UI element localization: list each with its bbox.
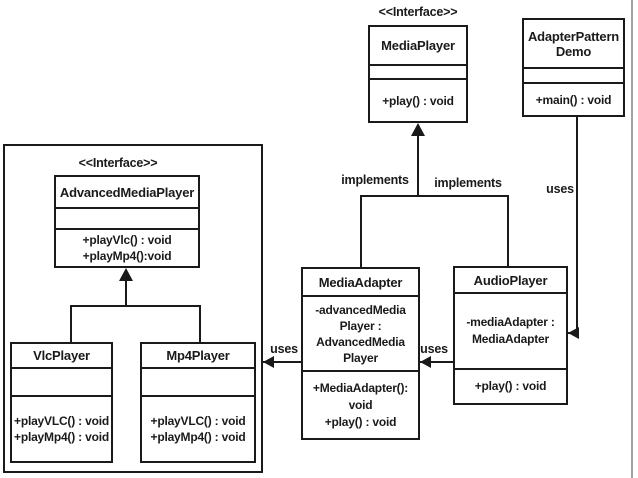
- implements-connector-bar: [361, 195, 509, 197]
- class-name-mp4player: Mp4Player: [166, 348, 230, 363]
- adaptee-package-frame: [3, 144, 263, 473]
- class-name-vlcplayer: VlcPlayer: [33, 348, 90, 363]
- class-name-mediaplayer: MediaPlayer: [381, 38, 455, 53]
- method-line: +play() : void: [324, 414, 397, 429]
- uses-connector-adapter-to-frame: [263, 361, 301, 363]
- attributes-compartment-empty: [56, 207, 198, 228]
- method-label: +play() : void: [382, 93, 454, 108]
- uses-label: uses: [420, 342, 448, 356]
- method-label: +main() : void: [535, 92, 612, 107]
- class-box-mediaplayer: MediaPlayer +play() : void: [368, 25, 468, 123]
- generalization-connector-drop-vlcplayer: [70, 305, 72, 342]
- class-name-audioplayer: AudioPlayer: [473, 272, 548, 288]
- class-box-vlcplayer: VlcPlayer +playVLC() : void +playMp4() :…: [10, 342, 113, 463]
- method-line: +MediaAdapter():: [312, 380, 409, 395]
- method-label: +playMp4():void: [82, 249, 172, 263]
- uses-connector-audio-to-adapter: [420, 361, 453, 363]
- implements-label: implements: [341, 173, 409, 187]
- generalization-connector-stem: [125, 279, 127, 307]
- method-line: +play() : void: [474, 379, 547, 393]
- attribute-line: MediaAdapter: [472, 332, 549, 346]
- method-label: +playVLC() : void: [150, 414, 246, 428]
- class-name-advancedmediaplayer: AdvancedMediaPlayer: [59, 184, 195, 200]
- generalization-connector-bar: [71, 305, 201, 307]
- class-box-mp4player: Mp4Player +playVLC() : void +playMp4() :…: [140, 342, 256, 463]
- class-name-line: AdapterPattern: [527, 28, 620, 44]
- class-name-adapterpatterndemo: AdapterPattern Demo: [524, 20, 623, 67]
- class-name-mediaadapter: MediaAdapter: [318, 274, 403, 290]
- uses-arrowhead-left-icon: [568, 327, 579, 339]
- uses-arrowhead-left-icon: [263, 356, 274, 368]
- method-label: +playMp4() : void: [150, 430, 246, 444]
- implements-label: implements: [434, 176, 502, 190]
- attribute-line: AdvancedMedia: [316, 334, 405, 349]
- attribute-line: Player: [343, 350, 378, 365]
- uses-connector-demo-stem: [576, 117, 578, 334]
- method-label: +playMp4() : void: [14, 430, 109, 444]
- method-label: +playVLC() : void: [14, 414, 109, 428]
- interface-stereotype-label: <<Interface>>: [78, 156, 158, 170]
- interface-stereotype-label: <<Interface>>: [378, 5, 458, 19]
- implements-connector-drop-audioplayer: [507, 195, 509, 267]
- uses-arrowhead-left-icon: [420, 356, 431, 368]
- attribute-line: -advancedMedia: [315, 302, 406, 317]
- attribute-line: Player :: [339, 318, 382, 333]
- attribute-line: -mediaAdapter :: [466, 315, 555, 329]
- generalization-arrowhead-up-icon: [119, 268, 133, 281]
- class-name-line: Demo: [555, 43, 592, 59]
- attributes-compartment-empty: [12, 367, 111, 395]
- class-box-mediaadapter: MediaAdapter -advancedMedia Player : Adv…: [301, 267, 420, 440]
- method-line: void: [348, 397, 373, 412]
- implements-connector-drop-mediaadapter: [360, 195, 362, 268]
- uses-label: uses: [546, 182, 574, 196]
- attributes-compartment-empty: [524, 67, 623, 82]
- generalization-connector-drop-mp4player: [199, 305, 201, 342]
- class-box-audioplayer: AudioPlayer -mediaAdapter : MediaAdapter…: [453, 266, 568, 405]
- class-box-advancedmediaplayer: AdvancedMediaPlayer +playVlc() : void +p…: [54, 175, 200, 268]
- implements-connector-stem: [417, 134, 419, 196]
- attributes-compartment-empty: [142, 367, 254, 395]
- attributes-compartment-empty: [370, 64, 466, 78]
- method-label: +playVlc() : void: [82, 233, 172, 247]
- attributes-compartment: -mediaAdapter : MediaAdapter: [455, 292, 566, 368]
- class-box-adapterpatterndemo: AdapterPattern Demo +main() : void: [522, 18, 625, 117]
- attributes-compartment: -advancedMedia Player : AdvancedMedia Pl…: [303, 295, 418, 370]
- uses-label: uses: [270, 342, 298, 356]
- implements-arrowhead-up-icon: [411, 123, 425, 136]
- page-edge-divider: [631, 0, 633, 478]
